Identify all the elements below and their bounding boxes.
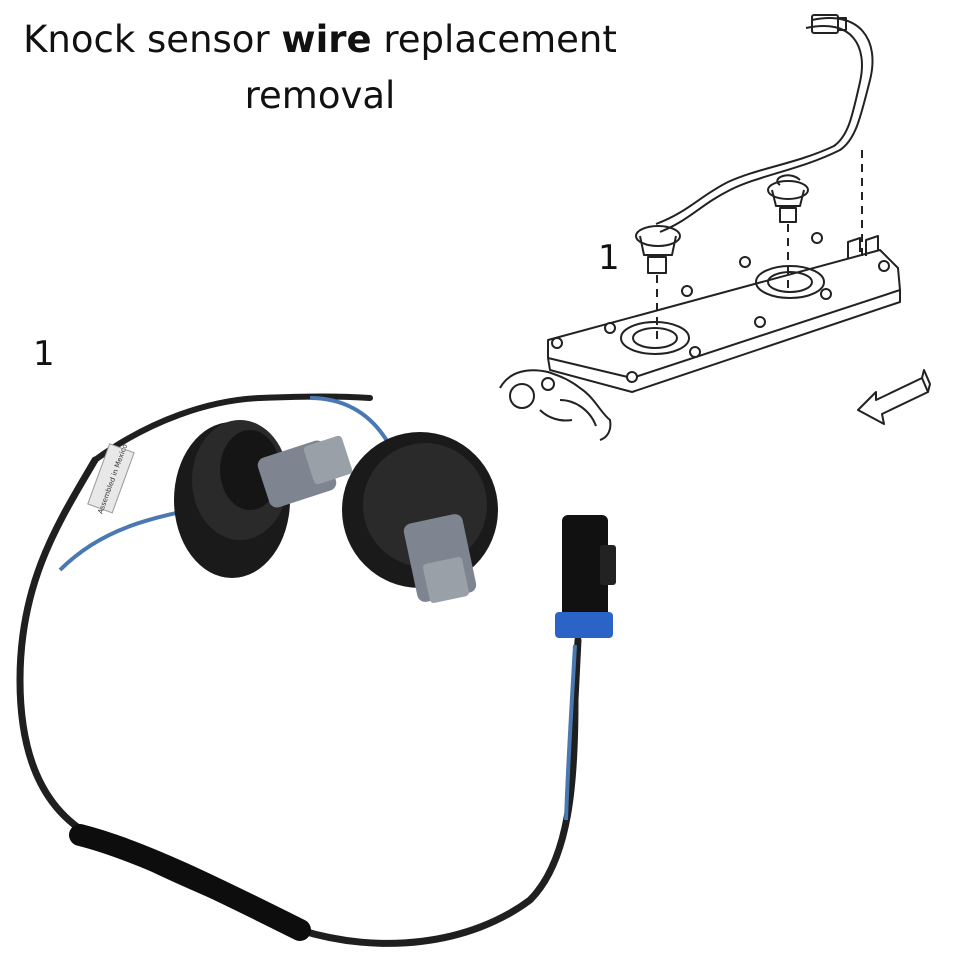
diagram-engine-block <box>499 369 612 441</box>
title-pre: Knock sensor <box>23 18 282 61</box>
diagram-seat-right <box>755 265 825 299</box>
sensor-connector-right <box>403 514 477 603</box>
heat-shrink-splice <box>69 824 311 941</box>
harness-label-tag: Assembled in Mexico <box>87 443 135 515</box>
title-bold-word: wire <box>281 18 372 61</box>
blue-wire-upper <box>309 396 392 447</box>
diagram-front-arrow <box>857 377 929 425</box>
page-title-line-1: Knock sensor wire replacement <box>0 14 640 66</box>
photo-callout-number: 1 <box>33 334 55 374</box>
page-title-line-2: removal <box>244 74 396 117</box>
diagram-harness-cable <box>659 17 874 233</box>
sensor-connector-left <box>257 435 353 508</box>
diagram-sensor-right <box>767 180 809 200</box>
diagram-seat-left <box>620 321 690 355</box>
blue-locking-clip <box>555 612 613 638</box>
diagram-sensor-left <box>635 225 681 247</box>
main-harness-connector <box>555 515 616 638</box>
title-post: replacement <box>371 18 617 61</box>
diagram-callout-number: 1 <box>598 238 620 278</box>
